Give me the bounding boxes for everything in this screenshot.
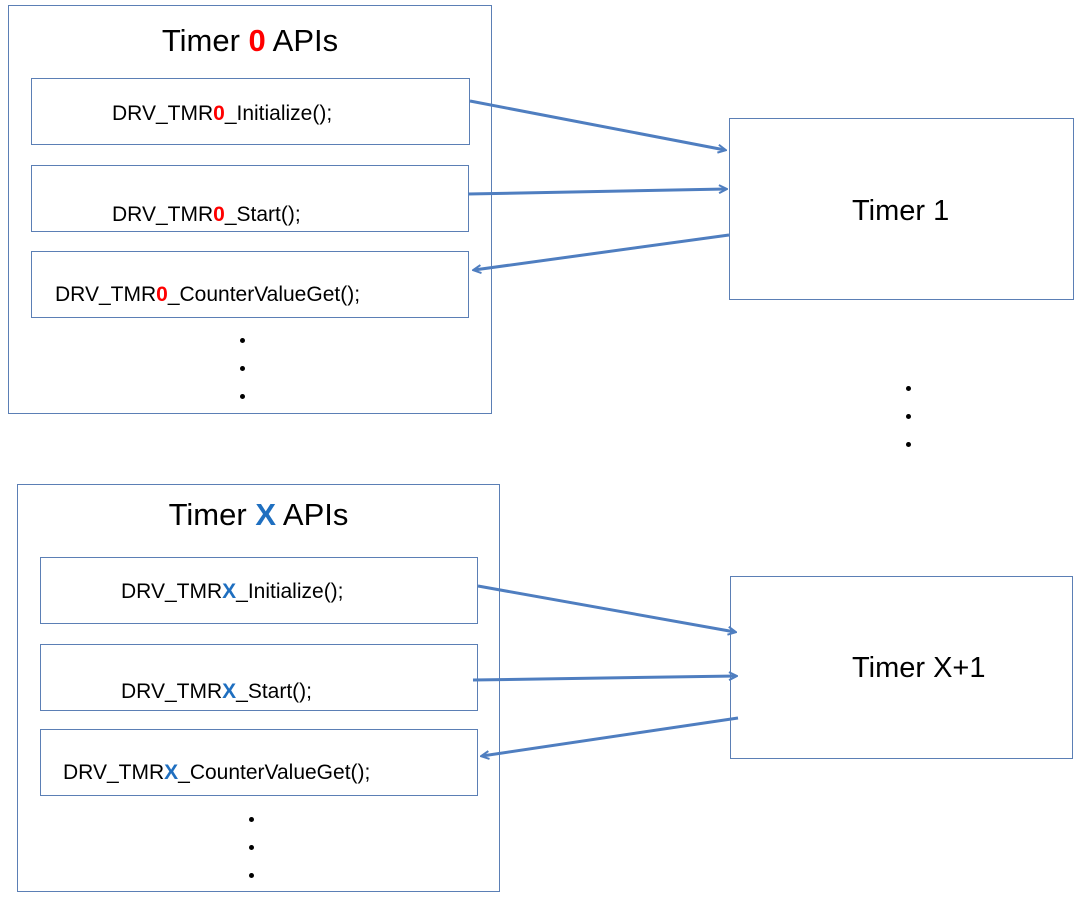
api-initialize-box: DRV_TMRX_Initialize(); — [40, 557, 478, 624]
group-title-suffix: APIs — [276, 497, 349, 532]
ellipsis-dot — [906, 442, 911, 447]
ellipsis-dot — [249, 845, 254, 850]
ellipsis-dot — [240, 366, 245, 371]
timer-x-plus-1-box: Timer X+1 — [730, 576, 1073, 759]
api-counter-value-get-box: DRV_TMRX_CounterValueGet(); — [40, 729, 478, 796]
api-start-label: DRV_TMRX_Start(); — [121, 680, 312, 703]
ellipsis-dot — [249, 873, 254, 878]
ellipsis-dot — [240, 394, 245, 399]
group-title-prefix: Timer — [161, 23, 249, 58]
timer-0-group-title: Timer 0 APIs — [9, 23, 491, 59]
api-start-box: DRV_TMR0_Start(); — [31, 165, 469, 232]
arrow-start-to-timer-x-plus-1 — [472, 676, 736, 682]
arrow-timer-x-plus-1-to-counter — [482, 716, 739, 756]
api-counter-value-get-label: DRV_TMRX_CounterValueGet(); — [63, 761, 371, 784]
group-title-prefix: Timer — [168, 497, 256, 532]
timer-1-label: Timer 1 — [852, 195, 950, 227]
api-start-box: DRV_TMRX_Start(); — [40, 644, 478, 711]
group-title-id: 0 — [248, 23, 266, 58]
arrow-timer-1-to-counter — [474, 233, 730, 270]
api-start-label: DRV_TMR0_Start(); — [112, 203, 301, 226]
arrow-initialize-to-timer-x-plus-1 — [477, 584, 735, 632]
api-counter-value-get-box: DRV_TMR0_CounterValueGet(); — [31, 251, 469, 318]
api-initialize-box: DRV_TMR0_Initialize(); — [31, 78, 470, 145]
ellipsis-dot — [240, 338, 245, 343]
timer-x-group-title: Timer X APIs — [18, 497, 499, 533]
arrow-initialize-to-timer-1 — [469, 99, 725, 150]
api-initialize-label: DRV_TMRX_Initialize(); — [121, 580, 344, 603]
timer-x-plus-1-label: Timer X+1 — [852, 652, 986, 684]
ellipsis-dot — [906, 386, 911, 391]
arrow-start-to-timer-1 — [467, 189, 726, 196]
timer-1-box: Timer 1 — [729, 118, 1074, 300]
api-counter-value-get-label: DRV_TMR0_CounterValueGet(); — [55, 283, 361, 306]
group-title-id: X — [255, 497, 276, 532]
ellipsis-dot — [906, 414, 911, 419]
ellipsis-dot — [249, 817, 254, 822]
group-title-suffix: APIs — [265, 23, 339, 58]
api-initialize-label: DRV_TMR0_Initialize(); — [112, 102, 333, 125]
